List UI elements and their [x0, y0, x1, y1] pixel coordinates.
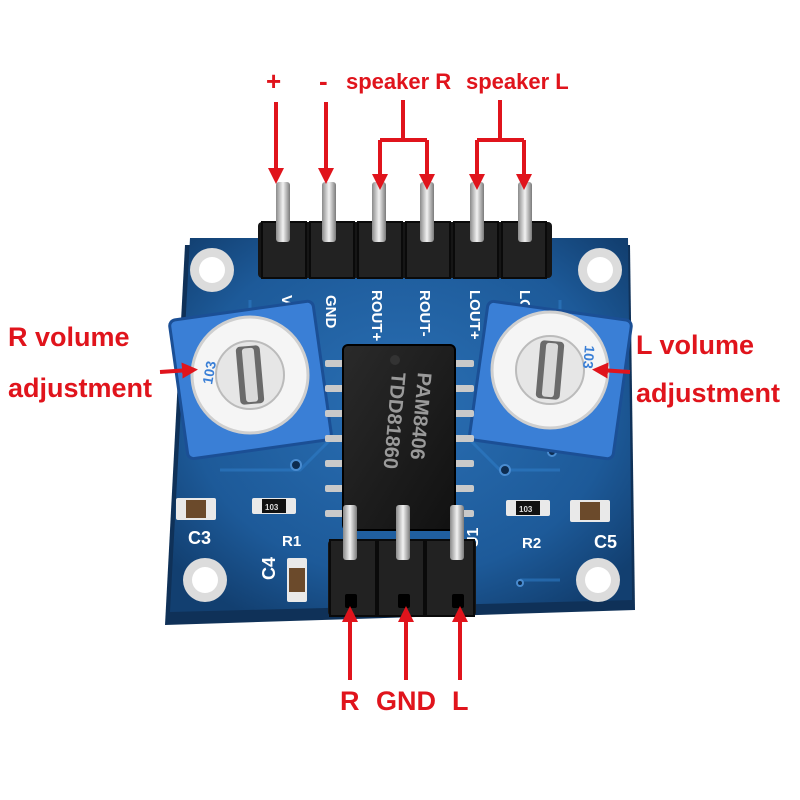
- mounting-hole-top-left: [190, 248, 234, 292]
- label-minus: -: [319, 66, 328, 96]
- silk-r1: R1: [282, 533, 301, 550]
- label-bottom-l: L: [452, 686, 469, 716]
- bottom-pin-header: [328, 505, 476, 617]
- capacitor-c4: [287, 558, 307, 602]
- resistor-r1: 103: [252, 498, 296, 514]
- pam8406-chip: PAM8406 TDD81860: [342, 344, 456, 531]
- mounting-hole-bottom-right: [576, 558, 620, 602]
- top-pin-header: [258, 182, 552, 279]
- label-plus: +: [266, 66, 282, 96]
- silk-c3: C3: [188, 528, 211, 548]
- silk-lout-plus: LOUT+: [466, 290, 483, 340]
- label-l-volume: L volume: [636, 330, 755, 360]
- label-speaker-l: speaker L: [466, 69, 569, 94]
- resistor-code-left: 103: [265, 503, 279, 512]
- silk-c4: C4: [259, 557, 279, 580]
- annotation-arrows: [159, 100, 631, 680]
- label-r-volume: R volume: [8, 322, 130, 352]
- capacitor-c5: [570, 500, 610, 522]
- label-bottom-r: R: [340, 686, 360, 716]
- capacitor-c3: [176, 498, 216, 520]
- left-potentiometer: 103: [168, 299, 333, 461]
- label-speaker-r: speaker R: [346, 69, 452, 94]
- pot-right-code: 103: [580, 345, 598, 370]
- silk-rout-minus: ROUT-: [416, 290, 433, 337]
- silk-gnd: GND: [322, 295, 339, 329]
- resistor-r2: 103: [506, 500, 550, 516]
- mounting-hole-bottom-left: [183, 558, 227, 602]
- silk-rout-plus: ROUT+: [368, 290, 385, 341]
- silk-r2: R2: [522, 535, 541, 552]
- label-r-adjustment: adjustment: [8, 373, 153, 403]
- right-potentiometer: 103: [468, 299, 633, 461]
- pot-left-code: 103: [199, 360, 219, 386]
- mounting-hole-top-right: [578, 248, 622, 292]
- silk-c5: C5: [594, 532, 617, 552]
- resistor-code-right: 103: [519, 505, 533, 514]
- label-bottom-gnd: GND: [376, 686, 436, 716]
- label-l-adjustment: adjustment: [636, 378, 781, 408]
